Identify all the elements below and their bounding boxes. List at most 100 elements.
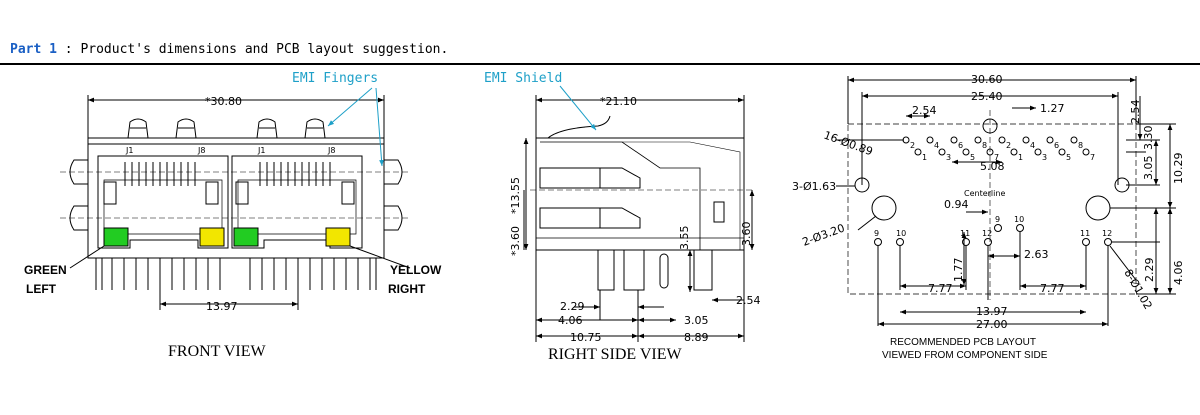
side-view	[523, 95, 755, 342]
pin-num: 3	[1042, 153, 1047, 162]
pin-num: 12	[1102, 229, 1112, 238]
front-shell	[87, 137, 385, 259]
side-dim-10-75: 10.75	[570, 331, 602, 344]
side-dim-4-06: 4.06	[558, 314, 583, 327]
hole-1-63-left	[854, 177, 870, 193]
pcb-layout	[836, 76, 1176, 327]
pcb-caption-line2: VIEWED FROM COMPONENT SIDE	[882, 350, 1048, 361]
port-label-1: J1	[125, 146, 133, 155]
pin-num: 9	[995, 215, 1000, 224]
yellow-led-right-port	[325, 227, 351, 247]
pin-num: 3	[946, 153, 951, 162]
front-view-caption: FRONT VIEW	[168, 343, 267, 360]
pcb-dim-0-94: 0.94	[944, 198, 969, 211]
side-dim-2-29: 2.29	[560, 300, 585, 313]
pcb-dim-right-2-29: 2.29	[1143, 258, 1156, 283]
pin-num: 9	[874, 229, 879, 238]
side-view-caption: RIGHT SIDE VIEW	[548, 346, 683, 363]
side-offset-dim: *3.60	[509, 226, 522, 256]
yellow-label: YELLOW	[390, 263, 442, 277]
front-view	[60, 95, 411, 310]
pcb-hole-3-20: 2-Ø3.20	[801, 222, 847, 249]
pin-num: 4	[934, 141, 939, 150]
side-dim-3-05: 3.05	[684, 314, 709, 327]
front-pitch-dim: 13.97	[206, 300, 238, 313]
side-peg-2	[623, 249, 645, 291]
hole-3-20-left	[871, 195, 897, 221]
pcb-dim-right-2-54: 2.54	[1129, 100, 1142, 125]
port-right	[231, 155, 363, 249]
pcb-dim-1-27: 1.27	[1040, 102, 1065, 115]
pcb-outline	[847, 123, 1137, 295]
side-height-dim: *13.55	[509, 177, 522, 214]
pin-num: 12	[982, 229, 992, 238]
pin-num: 1	[1018, 153, 1023, 162]
port-left	[97, 155, 229, 249]
pin-num: 2	[1006, 141, 1011, 150]
pin-num: 7	[1090, 153, 1095, 162]
side-depth-dim: *21.10	[600, 95, 637, 108]
pcb-dim-5-08: 5.08	[980, 160, 1005, 173]
pcb-centerline-label: Centerline	[964, 189, 1005, 198]
pcb-dim-2-54: 2.54	[912, 104, 937, 117]
green-led-left-port	[103, 227, 129, 247]
pcb-dim-right-3-30: 3.30	[1142, 126, 1155, 151]
green-label: GREEN	[24, 263, 67, 277]
pin-num: 10	[896, 229, 906, 238]
header-text: Product's dimensions and PCB layout sugg…	[80, 42, 449, 57]
emi-fingers	[127, 118, 326, 139]
page-header: Part 1 : Product's dimensions and PCB la…	[0, 40, 1200, 66]
pin-num: 11	[1080, 229, 1090, 238]
yellow-led-left-port	[199, 227, 225, 247]
side-peg-1	[597, 249, 615, 291]
pcb-dim-2-63: 2.63	[1024, 248, 1049, 261]
emi-fingers-label: EMI Fingers	[292, 71, 378, 86]
pcb-pin-numbers: 2 4 6 8 1 3 5 7 2 4 6 8 1 3 5 7 9 10 11 …	[874, 141, 1112, 238]
pcb-dim-30-60: 30.60	[971, 73, 1003, 86]
pcb-dim-13-97: 13.97	[976, 305, 1008, 318]
side-dim-2-54: 2.54	[736, 294, 761, 307]
port-label-2: J8	[197, 146, 205, 155]
side-dim-8-89: 8.89	[684, 331, 709, 344]
pin-num: 1	[922, 153, 927, 162]
side-peg-4	[693, 249, 713, 291]
pin-num: 5	[970, 153, 975, 162]
pin-num: 7	[994, 153, 999, 162]
emi-fingers-leaders	[327, 87, 384, 167]
pin-num: 6	[1054, 141, 1059, 150]
side-peg-3	[659, 253, 669, 289]
pcb-hole-1-63: 3-Ø1.63	[792, 180, 836, 193]
pcb-dim-27-00: 27.00	[976, 318, 1008, 331]
pin-num: 10	[1014, 215, 1024, 224]
pcb-dim-right-10-29: 10.29	[1172, 153, 1185, 185]
port-label-3: J1	[257, 146, 265, 155]
pcb-dim-right-4-06: 4.06	[1172, 261, 1185, 286]
pcb-dim-7-77-left: 7.77	[928, 282, 953, 295]
pcb-dim-right-3-05: 3.05	[1142, 156, 1155, 181]
header-rule	[0, 63, 1200, 65]
pin-num: 8	[1078, 141, 1083, 150]
pin-num: 8	[982, 141, 987, 150]
front-width-dim: *30.80	[205, 95, 242, 108]
pin-num: 11	[960, 229, 970, 238]
front-pins	[95, 258, 377, 300]
pcb-dim-25-40: 25.40	[971, 90, 1003, 103]
pcb-caption-line1: RECOMMENDED PCB LAYOUT	[890, 337, 1036, 348]
emi-shield-leader	[559, 85, 597, 131]
header-title: Part 1 : Product's dimensions and PCB la…	[10, 42, 448, 57]
pcb-dim-7-77-right: 7.77	[1040, 282, 1065, 295]
emi-shield-label: EMI Shield	[484, 71, 562, 86]
pcb-dim-1-77: 1.77	[952, 258, 965, 283]
pin-num: 6	[958, 141, 963, 150]
header-part: Part 1	[10, 42, 57, 57]
side-right-height-dim: 3.60	[740, 222, 753, 247]
right-label: RIGHT	[388, 282, 426, 296]
port-label-4: J8	[327, 146, 335, 155]
led-holes	[874, 224, 1112, 246]
left-label: LEFT	[26, 282, 57, 296]
hole-3-20-right	[1085, 195, 1111, 221]
pin-num: 4	[1030, 141, 1035, 150]
side-pin-height-dim: 3.55	[678, 226, 691, 251]
center-top-hole	[982, 118, 998, 134]
